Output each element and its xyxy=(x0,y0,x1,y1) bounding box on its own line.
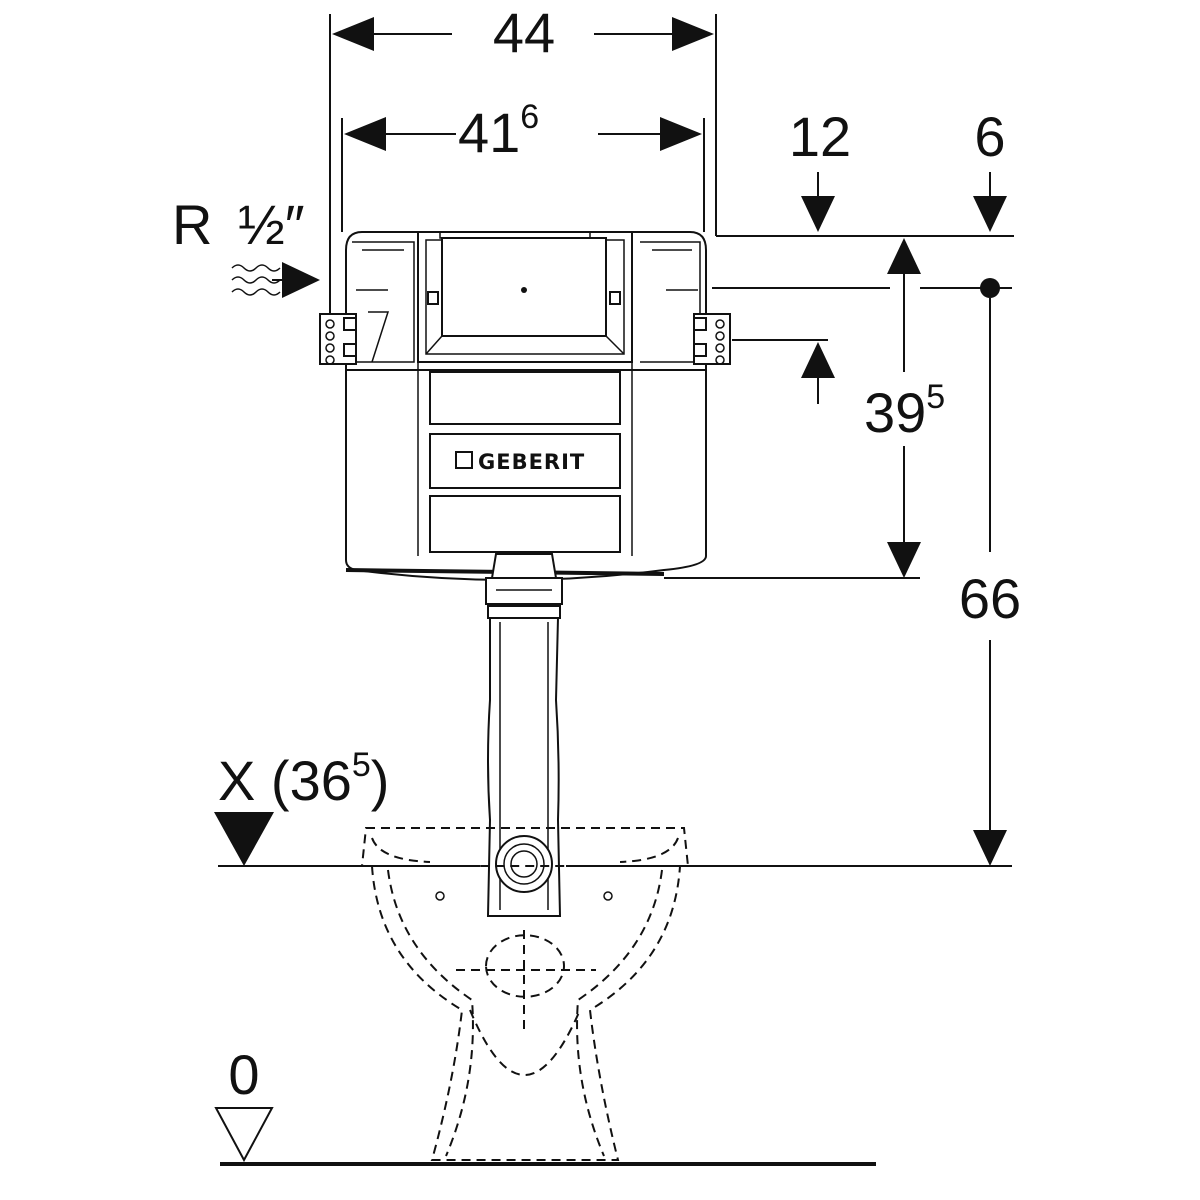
water-wave-arrow-icon xyxy=(231,262,320,298)
hollow-triangle-floor-marker-icon xyxy=(214,1107,274,1163)
dimension-label-44: 44 xyxy=(493,1,555,64)
dimension-depth-12: 12 xyxy=(789,105,851,232)
clamp-left xyxy=(319,313,357,365)
geberit-logo: GEBERIT xyxy=(455,450,585,474)
dimension-label-39-5: 395 xyxy=(864,378,945,444)
dimension-label-41-6: 416 xyxy=(458,98,539,164)
dimension-height-cistern: 395 xyxy=(864,238,945,578)
dimension-width-outer: 44 xyxy=(329,1,717,320)
dimension-width-inner: 416 xyxy=(341,98,705,232)
dimension-arrow-up-small xyxy=(801,342,835,404)
dimension-label-12: 12 xyxy=(789,105,851,168)
dimension-height-total: 66 xyxy=(959,278,1021,866)
flush-pipe xyxy=(485,553,563,917)
dimension-depth-6: 6 xyxy=(973,105,1007,232)
inlet-thread-letter: R xyxy=(172,193,212,256)
floor-level-label: 0 xyxy=(228,1043,259,1106)
inlet-thread-annotation: R ½″ xyxy=(172,193,305,256)
svg-text:GEBERIT: GEBERIT xyxy=(478,450,585,474)
outlet-height-label: X (365) xyxy=(218,746,389,812)
clamp-right xyxy=(693,313,731,365)
dimension-label-6: 6 xyxy=(974,105,1005,168)
cistern-body xyxy=(345,231,707,581)
inlet-thread-size: ½″ xyxy=(238,193,305,256)
triangle-level-marker-icon xyxy=(214,812,274,866)
outlet-height-annotation: X (365) xyxy=(218,746,389,812)
dimension-label-66: 66 xyxy=(959,567,1021,630)
toilet-bowl-outline xyxy=(360,827,690,1161)
